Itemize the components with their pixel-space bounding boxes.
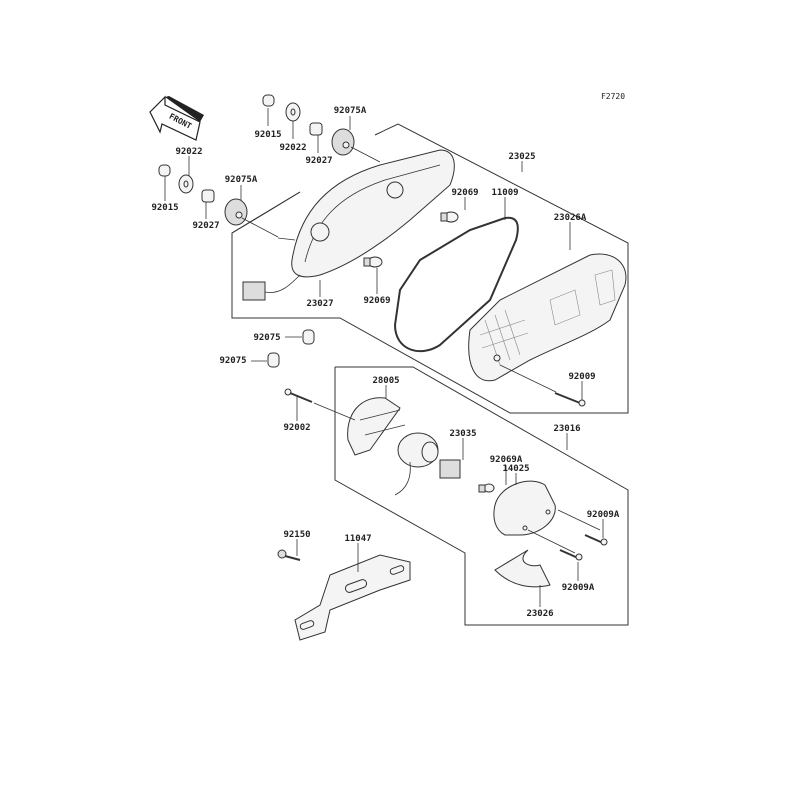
part-92022-b — [178, 174, 194, 194]
label-92022-a: 92022 — [279, 143, 306, 153]
label-11009: 11009 — [491, 188, 518, 198]
part-92022-a — [285, 102, 301, 122]
label-92015-a: 92015 — [254, 130, 281, 140]
part-socket — [394, 432, 439, 496]
label-23026: 23026 — [526, 609, 553, 619]
part-92015-b — [158, 164, 171, 177]
label-92027-b: 92027 — [192, 221, 219, 231]
part-23035-holder — [439, 459, 461, 479]
label-92075-b: 92075 — [219, 356, 246, 366]
label-92069-a: 92069 — [451, 188, 478, 198]
label-23035: 23035 — [449, 429, 476, 439]
label-23027: 23027 — [306, 299, 333, 309]
label-14025: 14025 — [502, 464, 529, 474]
label-92002: 92002 — [283, 423, 310, 433]
part-92075-a — [302, 329, 315, 345]
label-23026A: 23026A — [554, 213, 587, 223]
label-23025: 23025 — [508, 152, 535, 162]
part-23026A-lens — [468, 253, 627, 382]
label-92009A-b: 92009A — [562, 583, 595, 593]
front-arrow-icon: FRONT — [149, 95, 204, 141]
frame-23025-outline — [231, 123, 629, 414]
part-92069-bulb-a — [440, 211, 459, 223]
label-92075-a: 92075 — [253, 333, 280, 343]
label-92009A-a: 92009A — [587, 510, 620, 520]
label-92075A-b: 92075A — [225, 175, 258, 185]
frame-23016-outline — [334, 366, 629, 626]
part-92015-a — [262, 94, 275, 107]
label-28005: 28005 — [372, 376, 399, 386]
part-23026-lens — [494, 549, 551, 588]
part-92027-b — [201, 189, 215, 203]
figure-code: F2720 — [601, 92, 625, 101]
part-92027-a — [309, 122, 323, 136]
part-92075A-a — [331, 128, 355, 156]
label-11047: 11047 — [344, 534, 371, 544]
part-92150-bolt — [277, 549, 301, 561]
part-92009-screw — [554, 392, 586, 407]
label-92075A-a: 92075A — [334, 106, 367, 116]
part-92009A-screw-a — [584, 534, 608, 546]
part-92069A-bulb — [478, 483, 495, 493]
part-92075A-b — [224, 198, 248, 226]
label-92015-b: 92015 — [151, 203, 178, 213]
label-92009: 92009 — [568, 372, 595, 382]
leader-lines — [164, 108, 604, 607]
label-92069A: 92069A — [490, 455, 523, 465]
part-92009A-screw-b — [559, 549, 583, 561]
label-23016: 23016 — [553, 424, 580, 434]
part-92075-b — [267, 352, 280, 368]
label-92150: 92150 — [283, 530, 310, 540]
part-11047-bracket — [294, 554, 411, 641]
part-23027-housing — [242, 149, 455, 301]
label-92027-a: 92027 — [305, 156, 332, 166]
label-92069-b: 92069 — [363, 296, 390, 306]
label-92022-b: 92022 — [175, 147, 202, 157]
part-92002-screw — [284, 388, 313, 403]
part-92069-bulb-b — [363, 256, 383, 268]
part-28005-base — [347, 397, 406, 456]
part-14025-cover — [493, 480, 556, 536]
